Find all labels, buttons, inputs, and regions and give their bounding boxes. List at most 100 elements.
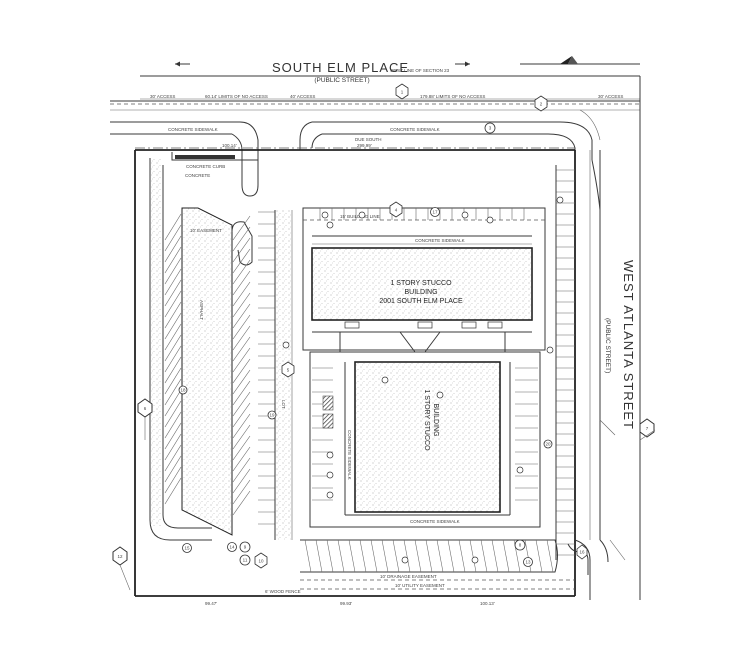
- parking-stall-line: [232, 215, 251, 241]
- parking-stall-line: [232, 270, 251, 296]
- parking-stall-line: [458, 539, 466, 573]
- parking-stall-line: [392, 539, 400, 573]
- marker-13: 13: [523, 557, 533, 567]
- parking-stall-line: [164, 345, 182, 373]
- marker-17: 17: [430, 207, 440, 217]
- marker-16: 16: [576, 544, 588, 560]
- marker-9: 9: [239, 541, 251, 553]
- utility-easement-label: 10' UTILITY EASEMENT: [395, 583, 445, 588]
- parking-stall-line: [164, 224, 182, 252]
- parking-stall-line: [232, 347, 251, 373]
- parking-stall-line: [164, 257, 182, 285]
- marker-8: 8: [514, 539, 526, 551]
- svg-text:9: 9: [244, 545, 247, 550]
- parking-stall-line: [232, 424, 251, 450]
- building-connector: [339, 321, 506, 353]
- top-dimension: 299.99': [357, 143, 372, 148]
- parking-stall-line: [232, 446, 251, 472]
- parking-stall-line: [232, 490, 251, 516]
- svg-text:2: 2: [540, 102, 543, 107]
- parking-stall-line: [232, 391, 251, 417]
- parking-stall-line: [164, 279, 182, 307]
- drainage-easement-label: 10' DRAINAGE EASEMENT: [380, 574, 437, 579]
- parking-stall-line: [164, 268, 182, 296]
- parking-stall-line: [381, 539, 389, 573]
- parking-stall-line: [164, 433, 182, 461]
- parking-stall-line: [164, 235, 182, 263]
- north-arrow-icon: [520, 56, 640, 65]
- lot-label: LOT: [281, 400, 286, 409]
- tree-icon: [546, 346, 554, 354]
- left-top-dimension: 100.14': [222, 143, 237, 148]
- parking-stall-line: [164, 213, 182, 241]
- parking-stall-line: [164, 323, 182, 351]
- svg-text:11: 11: [243, 558, 248, 563]
- svg-text:13: 13: [525, 560, 531, 565]
- parking-stall-line: [164, 389, 182, 417]
- tree-icon: [401, 556, 409, 564]
- marker-20: 20: [543, 439, 553, 449]
- north-street: [110, 56, 640, 111]
- parking-stall-line: [232, 468, 251, 494]
- tree-icon: [486, 216, 494, 224]
- bottom-dimension-2: 99.93': [340, 601, 352, 606]
- parking-stall-line: [425, 539, 433, 573]
- marker-6: 6: [137, 398, 153, 418]
- tree-icon: [326, 471, 334, 479]
- concrete-curb-label: CONCRETE CURB: [186, 164, 225, 169]
- no-access-note-2: 179.88' LIMITS OF NO ACCESS: [420, 94, 485, 99]
- parking-stall-line: [232, 237, 251, 263]
- parking-stall-line: [304, 539, 312, 573]
- tree-icon: [358, 211, 366, 219]
- parking-stall-line: [232, 248, 251, 274]
- marker-10: 10: [254, 552, 268, 569]
- west-parking-area: [149, 152, 293, 541]
- parking-stall-line: [164, 477, 182, 505]
- marker-5: 5: [281, 361, 295, 378]
- parking-stall-line: [232, 314, 251, 340]
- tree-icon: [516, 466, 524, 474]
- svg-text:10: 10: [258, 559, 264, 564]
- svg-text:19: 19: [269, 413, 275, 418]
- parking-stall-line: [480, 539, 488, 573]
- svg-text:16: 16: [579, 550, 585, 555]
- wood-fence-label: 6' WOOD FENCE: [265, 589, 301, 594]
- tree-icon: [321, 211, 329, 219]
- marker-7: 7: [639, 418, 655, 438]
- east-parking-stalls: [556, 169, 575, 556]
- asphalt-label: ASPHALT: [199, 300, 204, 320]
- north-building-label-1: 1 STORY STUCCO: [390, 280, 452, 287]
- north-sidewalk: [110, 109, 601, 197]
- marker-19: 19: [267, 410, 277, 420]
- parking-stall-line: [232, 435, 251, 461]
- parking-stall-line: [326, 539, 334, 573]
- svg-text:15: 15: [184, 546, 190, 551]
- svg-text:4: 4: [395, 208, 398, 213]
- parking-stall-line: [232, 479, 251, 505]
- svg-text:14: 14: [229, 545, 235, 550]
- parking-stall-line: [164, 367, 182, 395]
- parking-stall-line: [164, 444, 182, 472]
- parking-stall-line: [232, 292, 251, 318]
- parking-stall-line: [164, 400, 182, 428]
- bottom-dimension-1: 99.47': [205, 601, 217, 606]
- south-building-block: [309, 351, 541, 528]
- parking-stall-line: [447, 539, 455, 573]
- parking-stall-line: [164, 455, 182, 483]
- parking-stall-line: [232, 413, 251, 439]
- tree-icon: [326, 451, 334, 459]
- tree-icon: [326, 491, 334, 499]
- east-street-name: WEST ATLANTA STREET: [621, 260, 636, 430]
- parking-stall-line: [348, 539, 356, 573]
- parking-stall-line: [164, 312, 182, 340]
- concrete-label: CONCRETE: [185, 173, 210, 178]
- parking-stall-line: [164, 246, 182, 274]
- parking-stall-line: [315, 539, 323, 573]
- parking-stall-line: [164, 301, 182, 329]
- sidewalk-label-3: CONCRETE SIDEWALK: [415, 238, 465, 243]
- parking-stall-line: [232, 303, 251, 329]
- parking-stall-line: [164, 466, 182, 494]
- parking-stall-line: [232, 358, 251, 384]
- svg-text:3: 3: [489, 126, 492, 131]
